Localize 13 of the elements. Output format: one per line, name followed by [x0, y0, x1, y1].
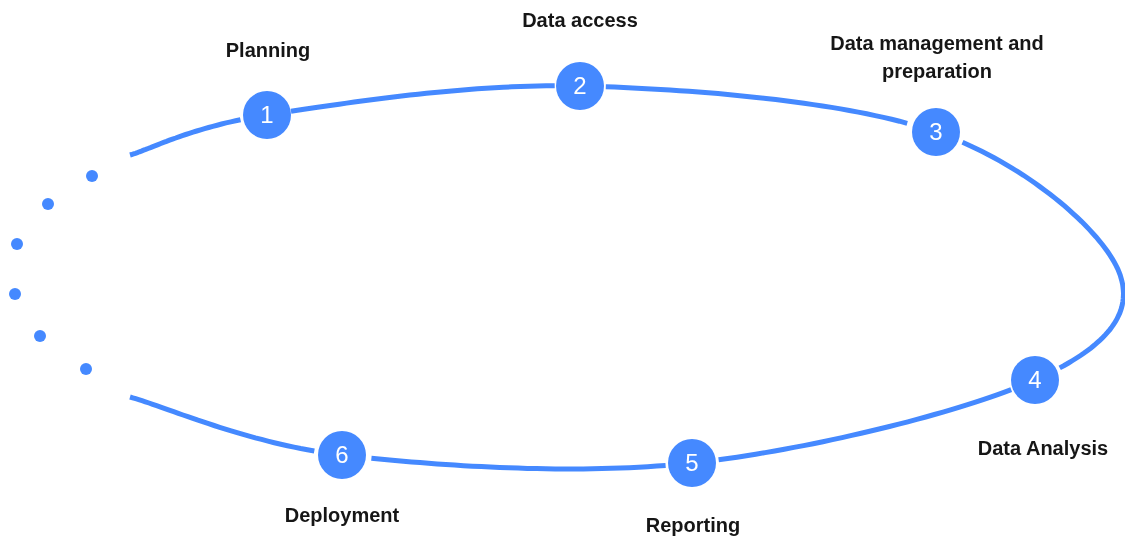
- cycle-arc: [961, 140, 1125, 371]
- cycle-arc: [718, 387, 1013, 463]
- cycle-arc: [290, 83, 555, 114]
- step-label: Deployment: [284, 503, 400, 528]
- step-label: Data management and preparation: [829, 31, 1045, 84]
- cycle-arc: [371, 455, 666, 472]
- step-label: Reporting: [645, 513, 741, 538]
- step-label: Planning: [225, 38, 311, 63]
- cycle-arc: [605, 84, 908, 126]
- cycle-arc: [129, 117, 242, 158]
- step-label: Data Analysis: [977, 436, 1109, 461]
- step-label: Data access: [522, 8, 638, 33]
- cycle-arc: [129, 394, 315, 454]
